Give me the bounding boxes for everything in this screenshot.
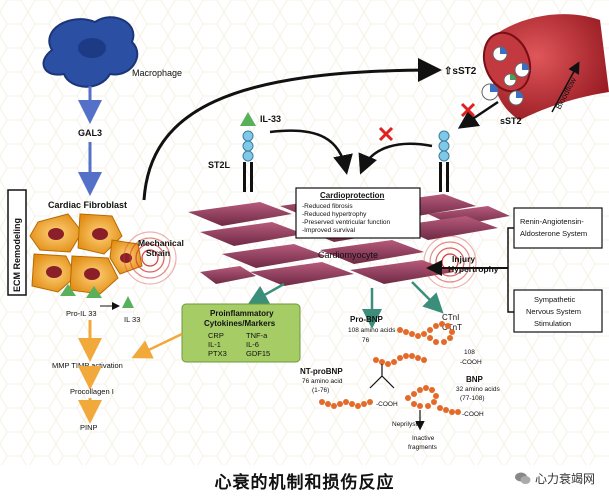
macrophage-cell (42, 16, 139, 88)
probnp-label: Pro-BNP (350, 315, 384, 324)
cardioprotection-title: Cardioprotection (320, 191, 385, 200)
il33-small-icon (122, 296, 134, 308)
probnp-76-label: 76 (362, 337, 370, 344)
arrow-fibroblast-sst2 (142, 58, 442, 201)
ntprobnp-aa-label: 76 amino acid (302, 378, 343, 385)
fibroblast-cluster (29, 213, 143, 298)
inactive-label-2: fragments (408, 444, 438, 451)
watermark-text: 心力衰竭网 (534, 472, 595, 486)
watermark: 心力衰竭网 (514, 470, 595, 487)
sst2-label: sST2 (500, 116, 522, 126)
bloodflow-arrow (551, 61, 580, 113)
cardiac-fibroblast-label: Cardiac Fibroblast (48, 200, 127, 210)
cardioprotection-item-1: -Reduced fibrosis (302, 203, 353, 210)
arrow-blocked-signal (358, 142, 433, 175)
markers-title-2: Cytokines/Markers (204, 319, 276, 328)
pro-il33-label: Pro-IL 33 (66, 309, 97, 318)
marker-il6: IL-6 (246, 340, 259, 349)
neprilysin-label: Neprilysin (392, 421, 421, 428)
bracket-raas-sns (507, 227, 514, 313)
cardioprotection-box (295, 187, 421, 239)
mechanical-strain-label-2: Strain (146, 248, 170, 258)
ecm-remodeling-box (7, 189, 27, 296)
st2l-receptor-right (438, 130, 450, 192)
arrow-markers-to-mmp (131, 332, 183, 359)
mmp-label: MMP TIMP activation (52, 361, 123, 370)
macrophage-label: Macrophage (132, 68, 182, 78)
raas-box (513, 207, 603, 249)
ctnt-label: CTnT (442, 323, 462, 332)
n108-label: 108 (464, 349, 475, 356)
injury-label: Injury (452, 254, 475, 264)
cardioprotection-item-3: -Preserved ventricular function (302, 219, 391, 226)
sst2-up-label: ⇧sST2 (444, 66, 477, 77)
il33-ligand-icon (240, 112, 256, 126)
wechat-icon (514, 472, 531, 484)
marker-ptx3: PTX3 (208, 349, 227, 358)
arrow-sst2-decoy (457, 100, 499, 129)
cardiomyocyte-label: Cardiomyocyte (318, 250, 378, 260)
cardioprotection-item-4: -Improved survival (302, 227, 356, 234)
marker-gdf15: GDF15 (246, 349, 270, 358)
raas-label-2: Aldosterone System (520, 229, 587, 238)
arrow-to-markers (247, 282, 285, 305)
pinp-label: PINP (80, 423, 98, 432)
block-x-icon-1 (378, 126, 394, 142)
sns-label-1: Sympathetic (534, 295, 576, 304)
mechanical-strain-waves (123, 231, 177, 285)
split-connector (369, 364, 395, 389)
arrow-il33-signal (269, 129, 353, 175)
figure-caption: 心衰的机制和损伤反应 (214, 473, 395, 493)
ecm-remodeling-label: ECM Remodeling (12, 218, 22, 292)
markers-title-1: Proinflammatory (210, 309, 274, 318)
blood-vessel (481, 14, 609, 120)
marker-il1: IL-1 (208, 340, 221, 349)
st2l-receptor-left (242, 130, 254, 192)
bnp-chain (405, 385, 461, 415)
raas-label-1: Renin-Angiotensin- (520, 217, 584, 226)
procollagen-label: Procollagen I (70, 387, 114, 396)
ntprobnp-range-label: (1-76) (312, 387, 329, 394)
sns-label-3: Stimulation (534, 319, 571, 328)
block-x-icon-2 (460, 102, 476, 118)
cooh-mid-label: -COOH (376, 401, 398, 408)
cooh-top-label: -COOH (460, 359, 482, 366)
marker-tnfa: TNF-a (246, 331, 268, 340)
ntprobnp-label: NT-proBNP (300, 367, 343, 376)
cardioprotection-item-2: -Reduced hypertrophy (302, 211, 367, 218)
mechanical-strain-label-1: Mechanical (138, 238, 184, 248)
gal3-label: GAL3 (78, 128, 102, 138)
il33-label: IL-33 (260, 114, 281, 124)
ctni-label: CTnI (442, 313, 459, 322)
arrow-to-ctni (411, 281, 444, 314)
probnp-aa-label: 108 amino acids (348, 327, 396, 334)
bnp-aa-label: 32 amino acids (456, 386, 500, 393)
cooh-bnp-label: -COOH (462, 411, 484, 418)
probnp-chain (373, 321, 455, 367)
bnp-label: BNP (466, 375, 484, 384)
il33-small-label: IL 33 (124, 315, 140, 324)
st2l-label: ST2L (208, 160, 231, 170)
heart-failure-diagram: Macrophage GAL3 ECM Remodeling Cardiac F… (0, 0, 609, 465)
sns-label-2: Nervous System (526, 307, 581, 316)
marker-crp: CRP (208, 331, 224, 340)
inactive-label-1: Inactive (412, 435, 435, 442)
bnp-range-label: (77-108) (460, 395, 485, 402)
markers-box (181, 303, 301, 363)
sns-box (513, 289, 603, 333)
ntprobnp-chain (319, 399, 373, 409)
